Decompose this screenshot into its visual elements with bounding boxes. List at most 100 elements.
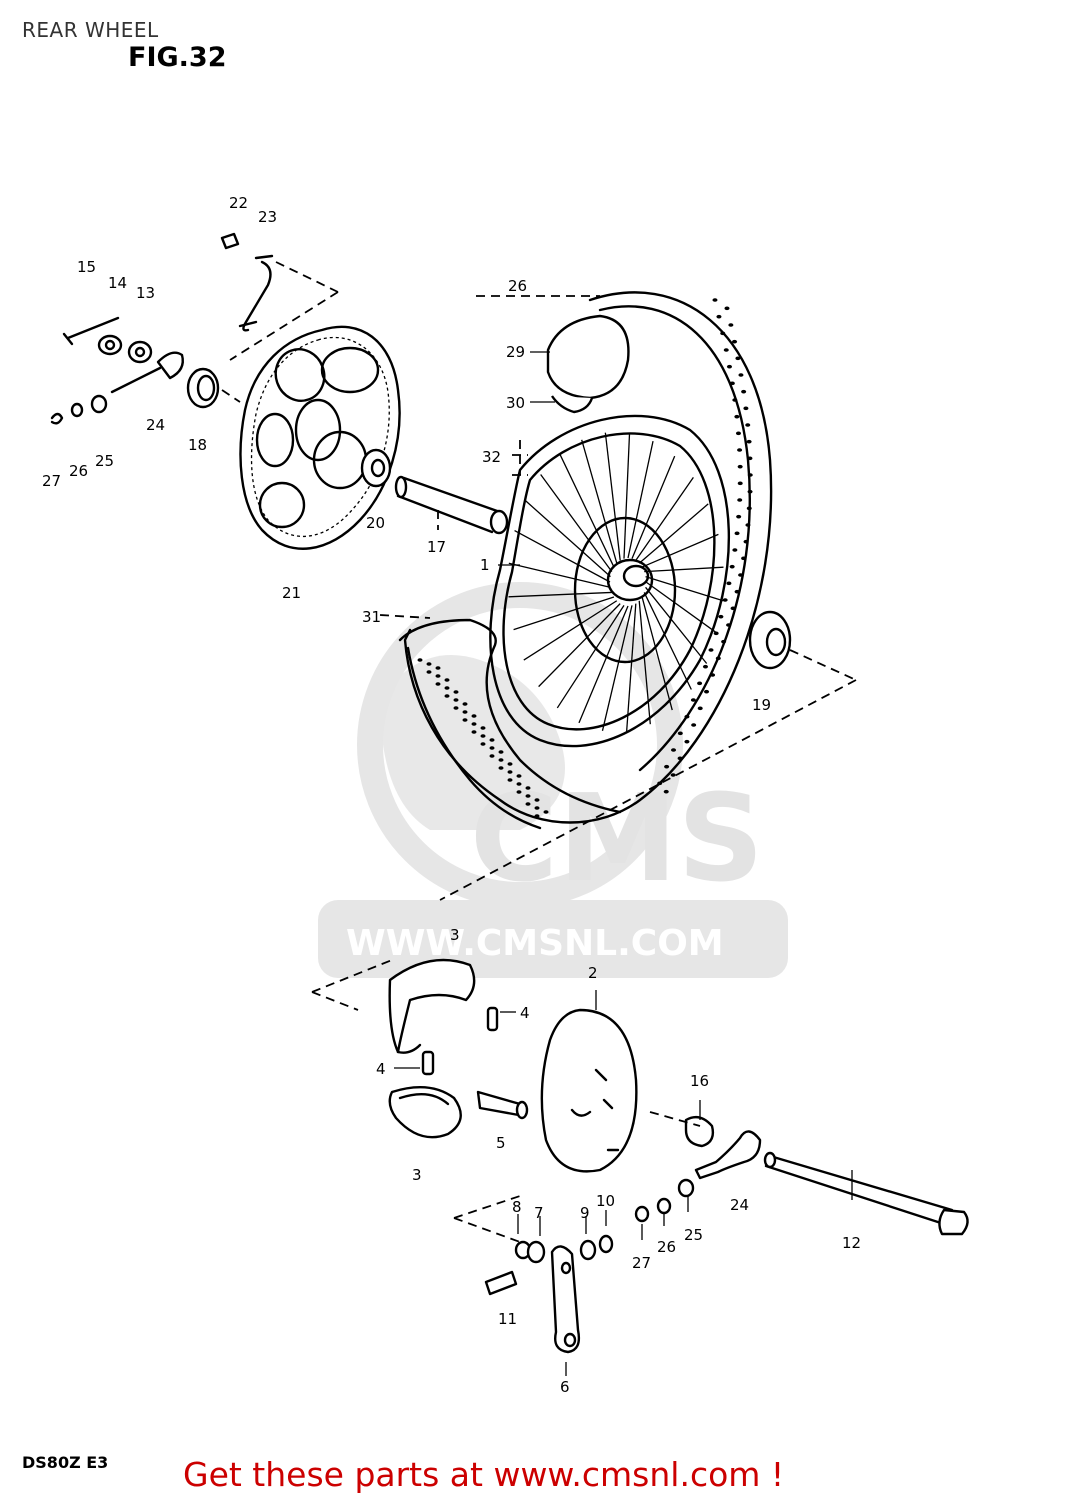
callout-26-right: 26 <box>657 1238 676 1256</box>
tread-lug <box>735 431 741 436</box>
callout-leaders-top <box>379 295 600 619</box>
wheel-spoke <box>645 581 718 634</box>
callout-21: 21 <box>282 584 301 602</box>
tread-lug <box>723 348 729 352</box>
tread-lug <box>471 714 477 718</box>
wheel-spoke <box>540 474 613 572</box>
tread-lug <box>747 473 753 477</box>
inner-tube <box>546 314 630 414</box>
tread-lug <box>677 731 683 736</box>
wheel-spoke <box>578 605 629 724</box>
hub-bearing-cap <box>439 610 857 901</box>
tread-lug <box>728 323 734 327</box>
tread-lug <box>664 764 670 769</box>
wheel-spoke <box>626 603 637 732</box>
callout-10: 10 <box>596 1192 615 1210</box>
tread-lug <box>516 782 522 786</box>
parts-link-text[interactable]: Get these parts at www.cmsnl.com ! <box>183 1455 785 1494</box>
callout-26-left: 26 <box>69 462 88 480</box>
wheel-spoke <box>514 529 611 583</box>
tread-lug <box>721 639 727 644</box>
callout-30: 30 <box>506 394 525 412</box>
tread-lug <box>726 581 732 586</box>
tread-lug <box>435 682 441 686</box>
tread-lug <box>708 648 714 652</box>
tread-lug <box>724 306 730 311</box>
tread-lug <box>480 726 486 730</box>
tread-lug <box>726 364 732 369</box>
tread-lug <box>741 556 747 561</box>
tread-lug <box>730 606 736 611</box>
wheel-spoke <box>641 596 673 711</box>
callout-23: 23 <box>258 208 277 226</box>
callout-27-right: 27 <box>632 1254 651 1272</box>
tread-lug <box>734 531 740 536</box>
tread-lug <box>747 489 753 494</box>
tread-lug <box>444 678 450 682</box>
tread-lug <box>729 381 735 386</box>
callout-1: 1 <box>480 556 490 574</box>
callout-4-right: 4 <box>520 1004 530 1022</box>
tread-lug <box>498 758 504 762</box>
tread-lug <box>516 790 522 794</box>
tread-lug <box>453 690 459 694</box>
brake-panel <box>540 990 638 1173</box>
tread-lug <box>525 786 531 790</box>
callout-3-bottom: 3 <box>412 1166 422 1184</box>
wheel-spoke <box>524 500 611 578</box>
callout-18: 18 <box>188 436 207 454</box>
callout-6: 6 <box>560 1378 570 1396</box>
callout-4-left: 4 <box>376 1060 386 1078</box>
cms-watermark: CMS WWW.CMSNL.COM <box>318 582 788 978</box>
tread-lug <box>435 666 441 670</box>
callout-5: 5 <box>496 1134 506 1152</box>
callout-27-left: 27 <box>42 472 61 490</box>
tread-lug <box>417 658 423 662</box>
tread-lug <box>737 464 743 469</box>
wheel-spoke <box>601 605 633 731</box>
tread-lug <box>745 523 751 527</box>
tread-lug <box>670 773 676 777</box>
wheel-spoke <box>623 433 631 559</box>
tread-lug <box>735 356 741 361</box>
watermark-url: WWW.CMSNL.COM <box>346 923 724 964</box>
tread-lug <box>534 806 540 810</box>
callout-15: 15 <box>77 258 96 276</box>
wheel-spoke <box>641 533 719 568</box>
wheel-spoke <box>508 591 612 598</box>
tread-lug <box>726 623 732 627</box>
tread-lug <box>507 770 513 774</box>
callout-26-tire: 26 <box>508 277 527 295</box>
callout-25-right: 25 <box>684 1226 703 1244</box>
tread-lug <box>722 598 728 602</box>
tread-lug <box>718 614 724 619</box>
wheel-spoke <box>627 440 654 559</box>
callout-29: 29 <box>506 343 525 361</box>
wheel-rim <box>489 414 731 748</box>
wheel-spoke <box>638 503 709 564</box>
callout-22: 22 <box>229 194 248 212</box>
brake-shoes <box>311 958 529 1139</box>
wheel-spoke <box>643 592 692 690</box>
tread-lug <box>462 710 468 714</box>
wheel-spoke <box>604 432 621 561</box>
callout-17: 17 <box>427 538 446 556</box>
tread-lug <box>712 298 718 302</box>
tread-lug <box>704 689 710 694</box>
tread-lug <box>543 810 549 814</box>
chain-guide-bracket <box>220 232 339 361</box>
tread-lug <box>715 656 721 661</box>
tread-lug <box>444 694 450 698</box>
wheel-spoke <box>631 455 676 559</box>
tread-lug <box>743 406 749 411</box>
tread-lug <box>471 730 477 734</box>
tread-lug <box>738 373 744 377</box>
tread-lug <box>677 756 683 761</box>
callout-3-top: 3 <box>450 926 460 944</box>
tread-lug <box>710 673 716 677</box>
callout-9: 9 <box>580 1204 590 1222</box>
tread-lug <box>734 414 740 419</box>
tread-lug <box>737 448 743 452</box>
